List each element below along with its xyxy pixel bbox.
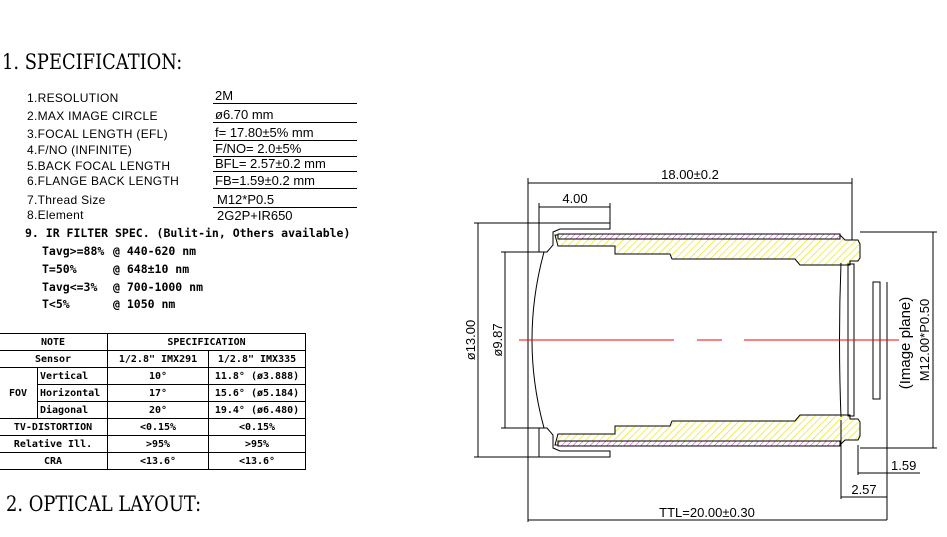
- cra-val: <13.6°: [208, 452, 306, 470]
- image-plane-label: (Image plane): [897, 297, 914, 390]
- thread-dim: M12.00*P0.50: [917, 299, 932, 381]
- ir-wavelength: @ 700-1000 nm: [113, 280, 204, 294]
- outer-diameter-dim: ø13.00: [463, 320, 478, 360]
- spec-value: M12*P0.5: [213, 193, 357, 208]
- front-dim: 4.00: [562, 191, 587, 206]
- spec-label: 5.BACK FOCAL LENGTH: [27, 159, 171, 173]
- ir-wavelength: @ 648±10 nm: [113, 262, 190, 276]
- ir-wavelength: @ 440-620 nm: [113, 244, 197, 258]
- spec-label: 3.FOCAL LENGTH (EFL): [27, 127, 168, 141]
- barrel-bottom: [554, 414, 861, 446]
- spec-label: 7.Thread Size: [27, 193, 106, 207]
- barrel-bottom-thread: [557, 440, 841, 447]
- spec-value: f= 17.80±5% mm: [213, 126, 357, 141]
- inner-diameter-dim: ø9.87: [490, 323, 505, 356]
- spec-label: 6.FLANGE BACK LENGTH: [27, 174, 180, 188]
- ttl-dim: TTL=20.00±0.30: [659, 505, 755, 520]
- spec-value: BFL= 2.57±0.2 mm: [213, 157, 357, 172]
- length-dim: 18.00±0.2: [661, 167, 719, 182]
- ir-condition: Tavg>=88%: [42, 244, 105, 258]
- spec-value: F/NO= 2.0±5%: [213, 142, 357, 157]
- barrel-top: [554, 234, 861, 266]
- optical-layout-title: 2. OPTICAL LAYOUT:: [6, 492, 202, 516]
- spec-label: 2.MAX IMAGE CIRCLE: [27, 109, 158, 123]
- ir-condition: Tavg<=3%: [42, 280, 98, 294]
- bfl-dim: 2.57: [851, 482, 876, 497]
- ir-condition: T=50%: [42, 262, 77, 276]
- spec-label: 4.F/NO (INFINITE): [27, 143, 133, 157]
- fb-dim: 1.59: [891, 458, 916, 473]
- spec-value: 2M: [213, 89, 357, 104]
- specification-title: 1. SPECIFICATION:: [2, 50, 183, 74]
- ir-condition: T<5%: [42, 297, 70, 311]
- fov-label: FOV: [0, 367, 38, 419]
- spec-value: 2G2P+IR650: [217, 208, 293, 223]
- spec-value: FB=1.59±0.2 mm: [213, 174, 357, 189]
- spec-label: 8.Element: [27, 208, 84, 222]
- spec-value: ø6.70 mm: [213, 108, 357, 123]
- ir-wavelength: @ 1050 nm: [113, 297, 176, 311]
- spec-label: 1.RESOLUTION: [27, 91, 119, 105]
- ir-filter-title: 9. IR FILTER SPEC. (Bulit-in, Others ava…: [25, 226, 351, 240]
- barrel-top-thread: [557, 233, 841, 240]
